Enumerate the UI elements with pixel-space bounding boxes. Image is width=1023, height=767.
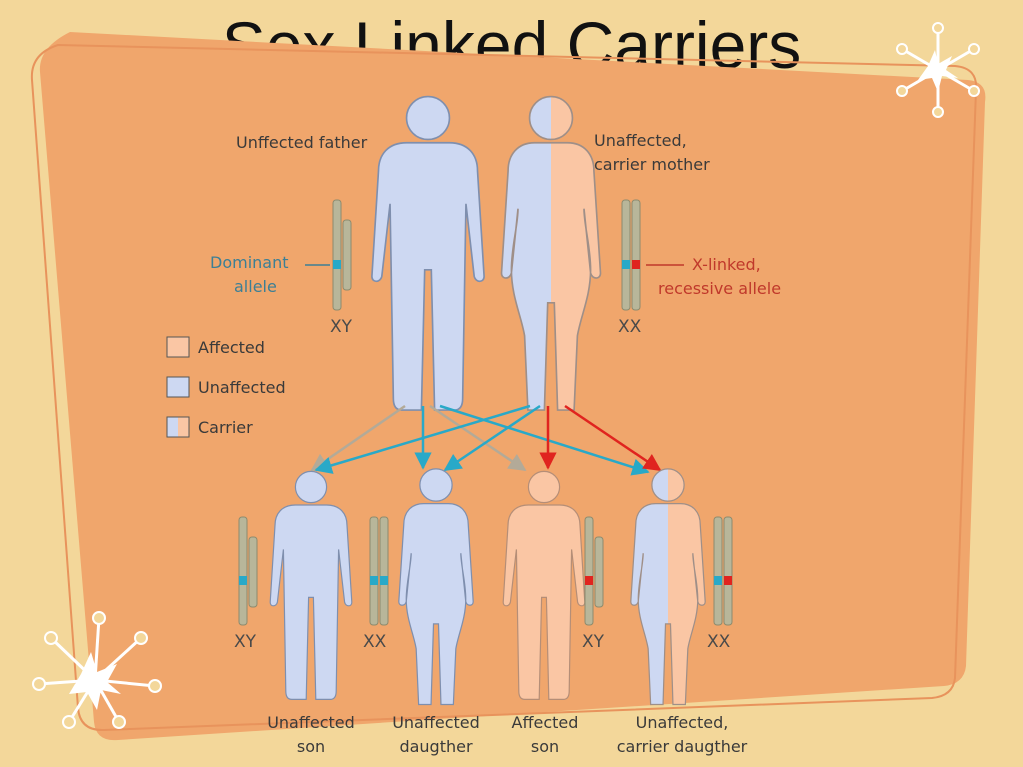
father-label: Unffected father xyxy=(236,133,368,152)
mother-chromosome-pair xyxy=(621,199,641,311)
legend-swatch-carrier-right xyxy=(178,417,189,437)
affected-son-chromosome-label: XY xyxy=(582,632,605,652)
arrow-mother-x-to-son xyxy=(314,404,531,474)
arrow-mother-x-to-daughter xyxy=(443,404,541,472)
arrow-mother-recessive-to-carrier-daughter xyxy=(564,404,662,472)
affected-son-label-line-1: Affected xyxy=(512,713,579,732)
legend-swatch-unaffected xyxy=(166,376,190,398)
mother-label-line-1: Unaffected, xyxy=(594,131,687,150)
inheritance-arrows xyxy=(310,404,662,476)
dominant-label-line-1: Dominant xyxy=(210,253,289,272)
legend-affected-label: Affected xyxy=(198,338,265,357)
father-chromosome-pair xyxy=(332,199,352,311)
legend-swatch-carrier-border xyxy=(166,416,190,438)
recessive-label-line-1: X-linked, xyxy=(692,255,761,274)
arrow-father-y-to-affected-son xyxy=(429,404,527,472)
daughter-chromosome-label: XX xyxy=(363,632,387,652)
unaffected-son-label-line-2: son xyxy=(297,737,325,756)
legend-swatch-carrier-left xyxy=(167,417,178,437)
legend-unaffected-label: Unaffected xyxy=(198,378,286,397)
affected-son-label-line-2: son xyxy=(531,737,559,756)
mother-chromosome-label: XX xyxy=(618,317,642,337)
carrier-daughter-label-line-1: Unaffected, xyxy=(636,713,729,732)
mother-label-line-2: carrier mother xyxy=(594,155,710,174)
snowflake-star-icon xyxy=(32,611,162,729)
unaffected-daughter-label-line-1: Unaffected xyxy=(392,713,480,732)
legend-swatch-affected xyxy=(166,336,190,358)
carrier-daughter-chromosome-label: XX xyxy=(707,632,731,652)
legend: Affected Unaffected Carrier xyxy=(166,336,286,438)
carrier-daughter-chromosome-pair xyxy=(713,516,733,626)
son-chromosome-label: XY xyxy=(234,632,257,652)
dominant-label-line-2: allele xyxy=(234,277,277,296)
affected-son-chromosome-pair xyxy=(584,516,604,626)
legend-carrier-label: Carrier xyxy=(198,418,253,437)
arrow-father-x-to-carrier-daughter xyxy=(439,404,650,476)
snowflake-star-icon xyxy=(896,22,980,118)
recessive-label-line-2: recessive allele xyxy=(658,279,781,298)
unaffected-son-label-line-1: Unaffected xyxy=(267,713,355,732)
daughter-chromosome-pair xyxy=(369,516,389,626)
panel-outline xyxy=(30,43,978,732)
unaffected-daughter-label-line-2: daugther xyxy=(399,737,473,756)
carrier-daughter-label-line-2: carrier daugther xyxy=(617,737,748,756)
father-chromosome-label: XY xyxy=(330,317,353,337)
son-chromosome-pair xyxy=(238,516,258,626)
